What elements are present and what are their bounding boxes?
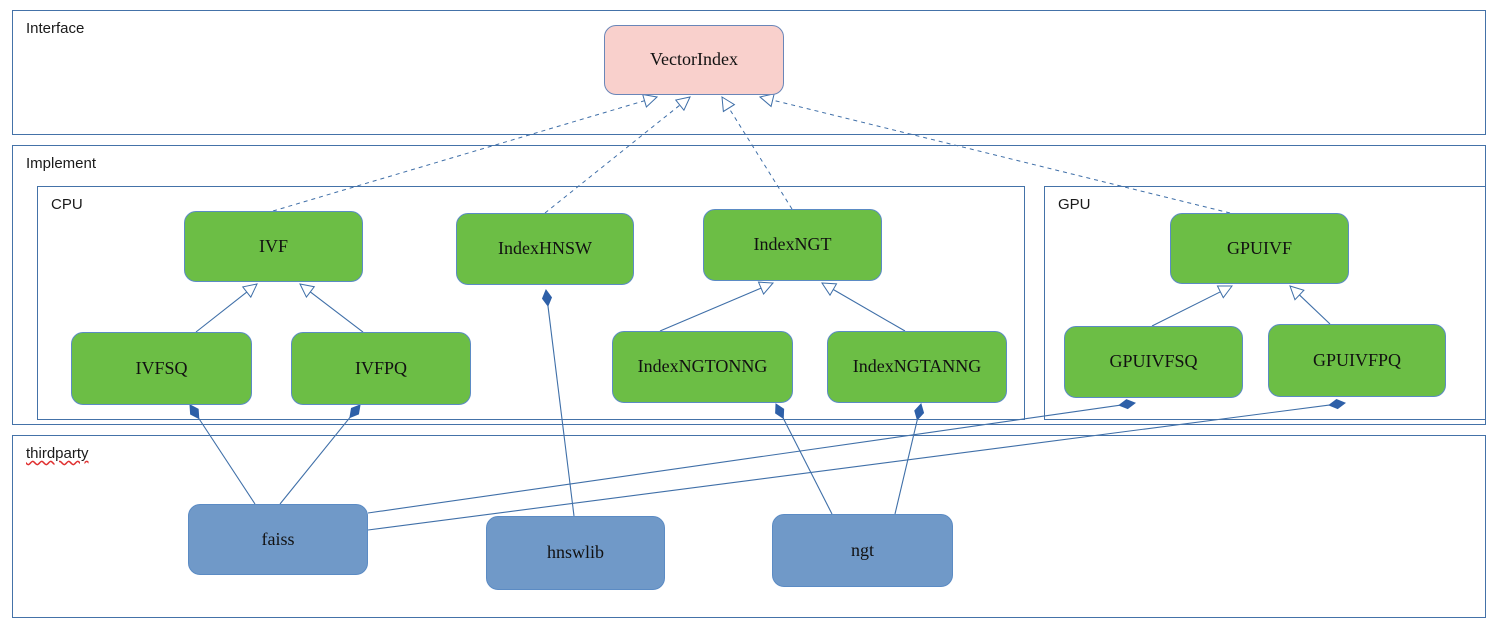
node-gpuivf[interactable]: GPUIVF [1170,213,1349,284]
node-label: ngt [850,539,874,560]
node-label: IVFSQ [135,357,188,378]
node-faiss[interactable]: faiss [188,504,368,575]
node-label: IndexNGTANNG [852,356,982,377]
node-indexngtanng[interactable]: IndexNGTANNG [827,331,1007,403]
node-label: GPUIVF [1226,237,1292,258]
node-label: GPUIVFPQ [1312,349,1402,370]
group-label-implement: Implement [26,155,97,172]
node-indexhnsw[interactable]: IndexHNSW [456,213,634,285]
node-indexngtonng[interactable]: IndexNGTONNG [612,331,793,403]
node-label: IVF [258,235,288,256]
node-label: GPUIVFSQ [1109,351,1198,372]
node-ngt[interactable]: ngt [772,514,953,587]
node-hnswlib[interactable]: hnswlib [486,516,665,590]
group-label-thirdparty: thirdparty [26,445,89,462]
group-label-gpu: GPU [1058,196,1091,213]
group-label-cpu: CPU [51,196,83,213]
group-label-interface: Interface [26,20,85,37]
node-label: VectorIndex [650,49,738,70]
node-vectorindex[interactable]: VectorIndex [604,25,784,95]
node-ivfsq[interactable]: IVFSQ [71,332,252,405]
node-label: faiss [261,528,295,549]
node-indexngt[interactable]: IndexNGT [703,209,882,281]
group-box-cpu [37,186,1025,420]
node-gpuivfsq[interactable]: GPUIVFSQ [1064,326,1243,398]
group-box-gpu [1044,186,1486,420]
node-ivf[interactable]: IVF [184,211,363,282]
node-ivfpq[interactable]: IVFPQ [291,332,471,405]
node-label: IndexNGT [753,234,832,255]
node-label: hnswlib [546,542,604,563]
node-label: IndexNGTONNG [637,356,768,377]
group-box-interface [12,10,1486,135]
node-label: IVFPQ [354,357,407,378]
group-box-thirdparty [12,435,1486,618]
node-label: IndexHNSW [498,238,592,259]
node-gpuivfpq[interactable]: GPUIVFPQ [1268,324,1446,397]
